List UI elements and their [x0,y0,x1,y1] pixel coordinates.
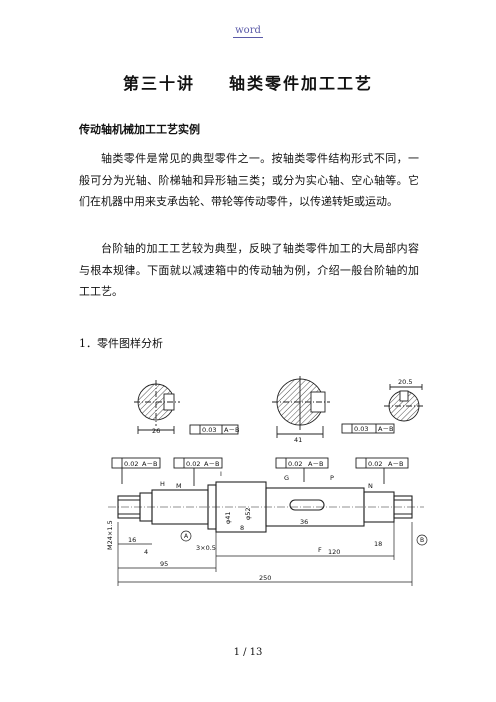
page-header: word [0,18,496,38]
dim-sec3-width: 20.5 [398,378,412,386]
paragraph-2: 台阶轴的加工工艺较为典型，反映了轴类零件加工的大局部内容与根本规律。下面就以减速… [79,242,419,298]
title-part-2: 轴类零件加工工艺 [229,74,374,93]
section-view-1 [134,380,239,435]
section-heading: 1．零件图样分析 [79,337,163,350]
tol-sec2-ref: A－B [378,425,393,433]
tol-frame-4: 0.02 [368,460,382,468]
label-H: H [160,480,165,488]
tol-sec2: 0.03 [354,425,368,433]
shaft-outline [108,481,424,533]
title-part-1: 第三十讲 [122,74,195,93]
label-N: N [368,482,373,490]
paragraph-1: 轴类零件是常见的典型零件之一。按轴类零件结构形式不同，一般可分为光轴、阶梯轴和异… [79,152,419,208]
label-B: B [420,537,424,544]
dim-len-36: 36 [300,518,308,526]
dim-len-8: 8 [240,524,244,532]
dim-len-95: 95 [160,560,168,568]
tol-frame-1: 0.02 [124,460,138,468]
shaft-drawing-figure: 26 0.03 A－B 41 0.03 A－B 20.5 0.02 A－B 0.… [104,372,440,594]
label-I: I [220,470,222,478]
label-M: M [176,482,182,490]
tol-frame-3-ref: A－B [308,460,323,468]
dim-len-4: 4 [144,548,148,556]
section-view-2 [272,376,395,438]
tol-frame-4-ref: A－B [388,460,403,468]
tol-frame-3: 0.02 [288,460,302,468]
dim-len-18: 18 [374,540,382,548]
dim-chamfer: 3×0.5 [196,544,216,552]
tol-sec1: 0.03 [202,426,216,434]
header-label: word [233,25,263,38]
dim-dia-41: φ41 [224,511,232,524]
label-P: P [330,474,334,482]
dim-len-16: 16 [128,536,136,544]
tol-frame-2-ref: A－B [204,460,219,468]
dim-sec1-width: 26 [152,427,160,435]
tol-sec1-ref: A－B [224,426,239,434]
section-view-3 [384,384,424,422]
tol-frame-1-ref: A－B [142,460,157,468]
label-thread: M24×1.5 [106,520,114,550]
page-number: 1 / 13 [233,647,263,658]
dim-len-120: 120 [328,548,340,556]
dim-dia-52: φ52 [244,507,252,520]
label-G: G [284,474,289,482]
dim-sec2-width: 41 [294,436,302,444]
page-title: 第三十讲 轴类零件加工工艺 [0,70,496,94]
tol-frame-2: 0.02 [186,460,200,468]
label-A: A [184,533,189,540]
dim-total: 250 [259,574,271,582]
tolerance-frames [111,457,409,486]
dimension-lines [117,522,428,586]
shaft-drawing: 26 0.03 A－B 41 0.03 A－B 20.5 0.02 A－B 0.… [106,376,428,586]
subheading: 传动轴机械加工工艺实例 [79,123,200,136]
label-F: F [318,546,322,554]
